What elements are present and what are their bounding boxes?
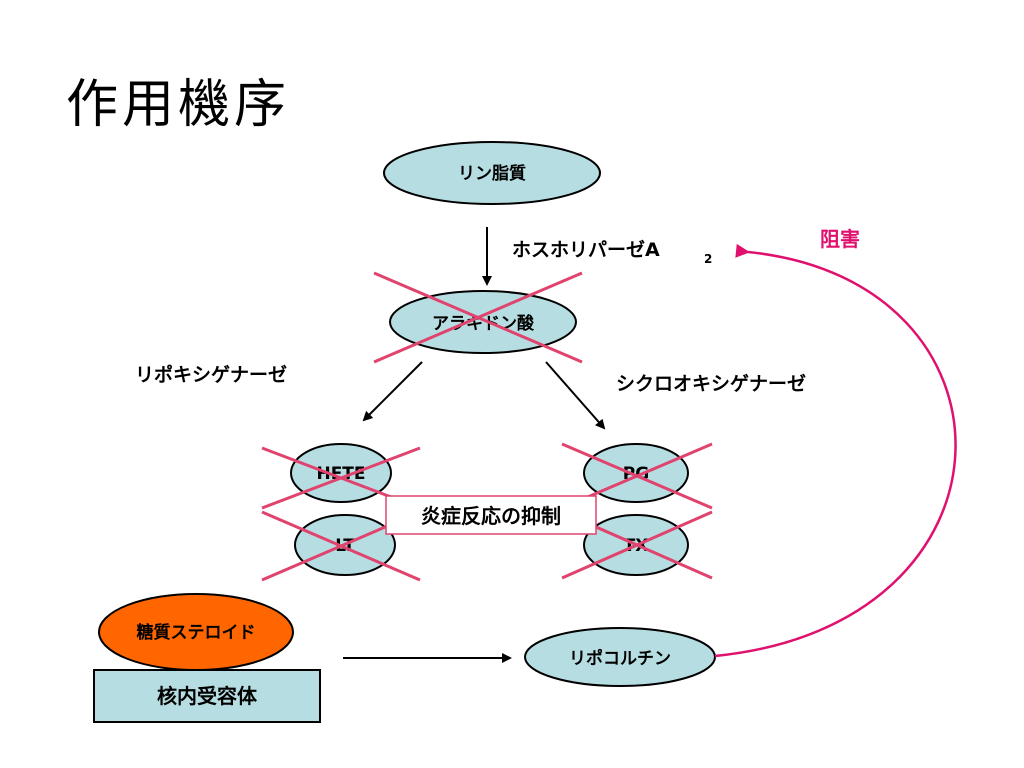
cross-arachidonic-acid [373, 271, 583, 364]
label-cyclooxygenase: シクロオキシゲナーゼ [616, 372, 806, 395]
arrow-cyclooxygenase [545, 361, 606, 430]
node-lipocortin: リポコルチン [524, 627, 716, 687]
label-phospholipase: ホスホリパーゼA 2 [512, 238, 712, 266]
node-arachidonic-acid-label: アラキドン酸 [432, 313, 535, 334]
node-hete: HETE [290, 443, 392, 503]
arrow-inhibition [714, 243, 957, 658]
node-glucocorticoid-label: 糖質ステロイド [137, 622, 256, 643]
node-nuclear-receptor-label: 核内受容体 [157, 684, 258, 708]
node-arachidonic-acid: アラキドン酸 [389, 290, 577, 354]
page-title: 作用機序 [66, 75, 291, 135]
label-anti-inflammation: 炎症反応の抑制 [385, 495, 597, 535]
node-phospholipid-label: リン脂質 [458, 163, 526, 184]
node-phospholipid: リン脂質 [383, 141, 601, 205]
node-glucocorticoid: 糖質ステロイド [98, 593, 294, 671]
label-inhibition: 阻害 [820, 227, 860, 251]
node-lipocortin-label: リポコルチン [569, 648, 671, 669]
phospholipase-subscript: 2 [704, 252, 712, 266]
anti-inflammation-text: 炎症反応の抑制 [421, 504, 561, 528]
label-lipoxygenase: リポキシゲナーゼ [135, 363, 287, 386]
phospholipase-text: ホスホリパーゼA [512, 238, 660, 261]
arrow-lipoxygenase [362, 361, 423, 422]
node-hete-label: HETE [316, 464, 365, 484]
node-nuclear-receptor: 核内受容体 [93, 669, 321, 723]
